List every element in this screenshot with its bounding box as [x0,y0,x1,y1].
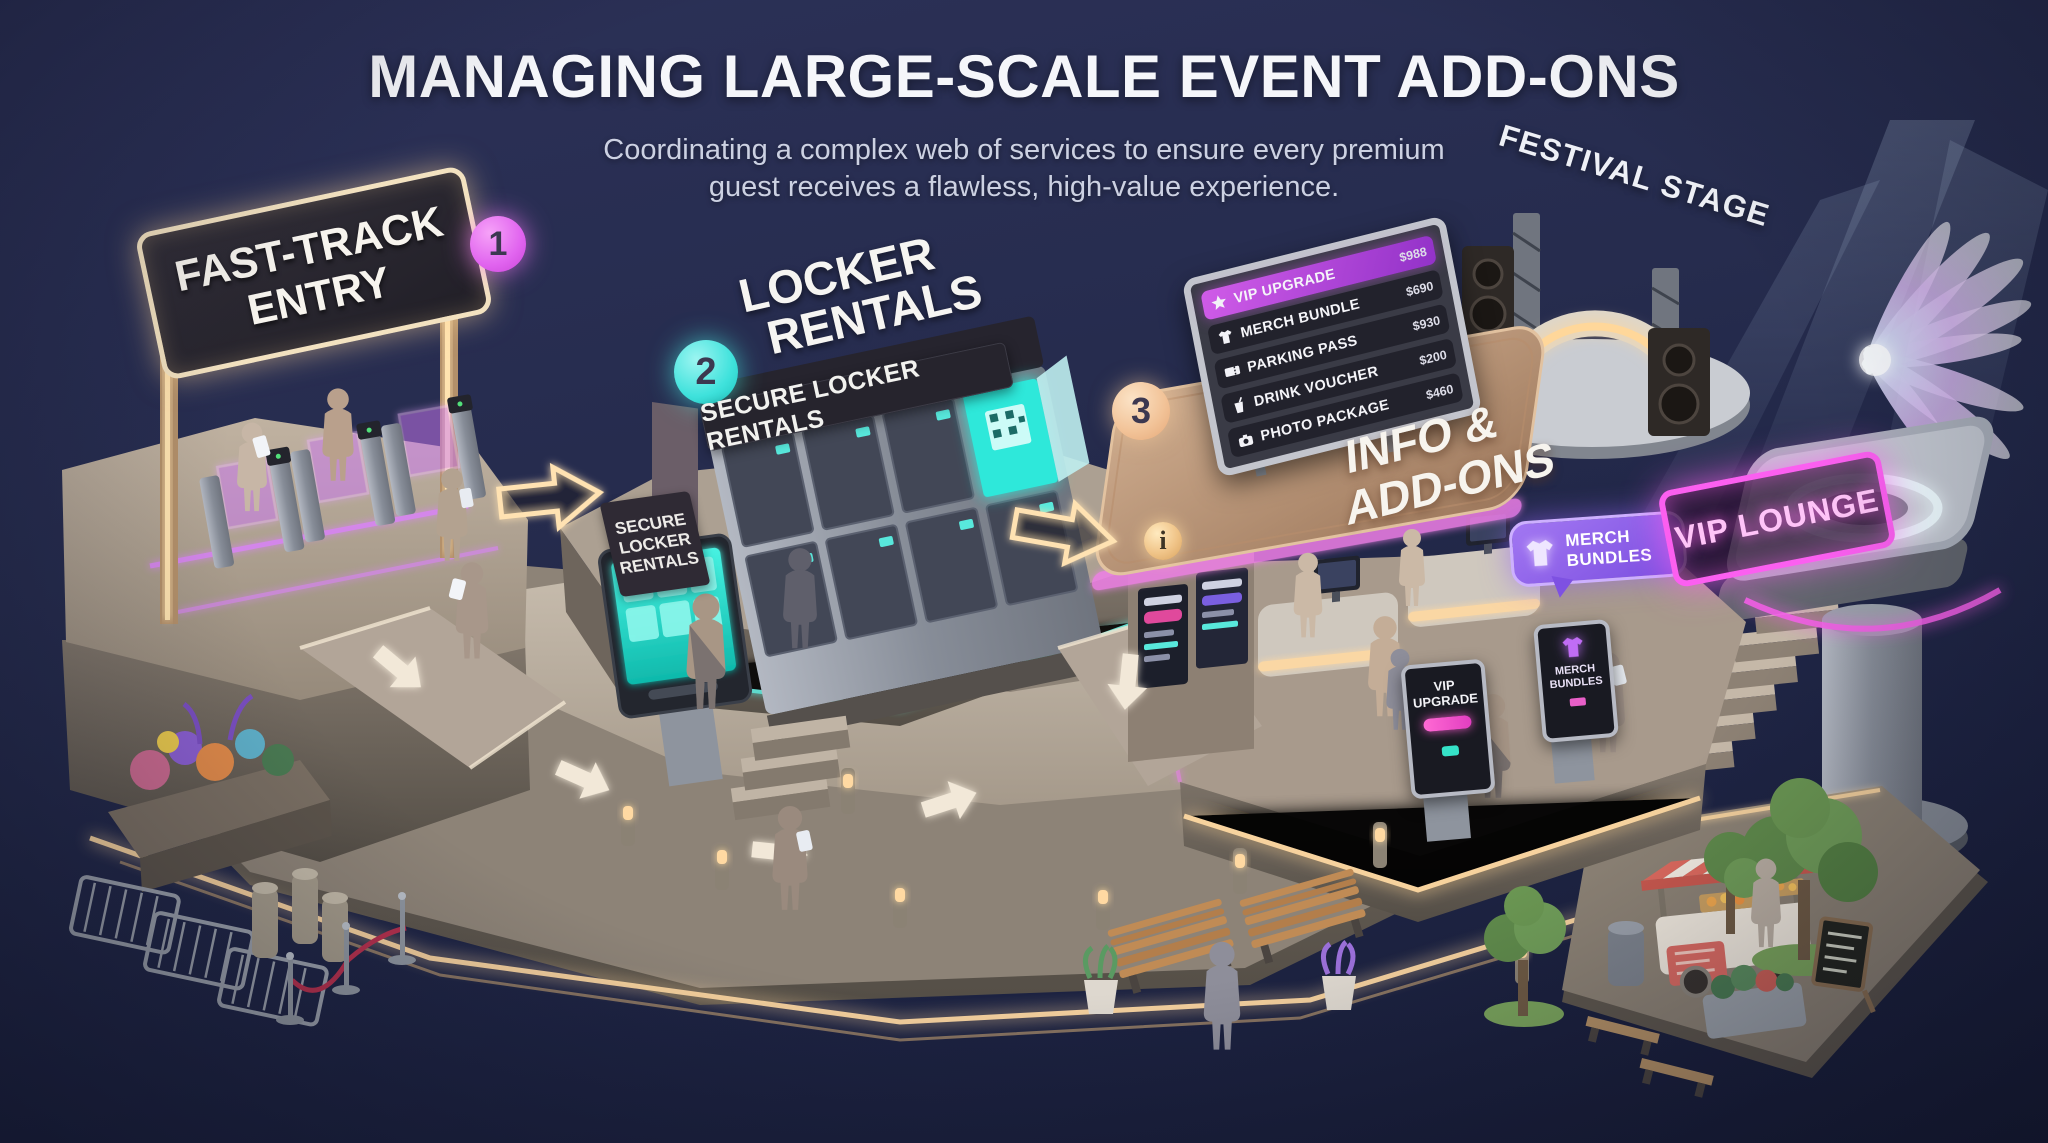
menu-row-drink-voucher: DRINK VOUCHER $200 [1220,337,1458,424]
trash-can [1608,921,1644,986]
step-2-badge: 2 [674,340,738,404]
menu-row-parking-pass: PARKING PASS $930 [1213,303,1451,390]
bench-flat [1585,1015,1660,1056]
crowd-barrier [69,875,181,955]
menu-row-vip-upgrade: VIP UPGRADE $988 [1200,234,1438,321]
merch-bundles-kiosk-screen: MERCH BUNDLES [1533,618,1619,744]
addons-menu-board: VIP UPGRADE $988 MERCH BUNDLE $690 PARKI… [1181,215,1483,478]
subtitle-line-1: Coordinating a complex web of services t… [603,134,1445,166]
menu-item-price: $930 [1411,312,1442,334]
crowd-barrier [217,947,329,1027]
chalkboard-sign [1811,916,1876,1014]
crowd-barrier [143,911,255,991]
merch-bubble-text: MERCH BUNDLES [1564,526,1653,571]
plant-pot [1321,940,1356,1010]
page-subtitle: Coordinating a complex web of services t… [0,132,2048,206]
info-icon: i [1144,522,1182,560]
star-icon [1211,295,1226,311]
bench [1107,898,1234,994]
metal-canisters [252,868,348,962]
menu-item-price: $200 [1418,347,1448,368]
flow-arrow-1-2 [496,462,605,532]
bench [1239,868,1366,964]
entry-ramp [300,608,565,768]
kiosk-card-reader [1441,745,1459,757]
kiosk-card-reader [1569,697,1587,707]
stage-speaker-right [1648,328,1710,436]
stage-speaker-left [1462,246,1514,342]
kiosk-buy-button [1423,714,1472,733]
merch-bundles-bubble: MERCH BUNDLES [1507,509,1689,589]
tshirt-icon [1218,329,1232,345]
menu-item-price: $988 [1398,244,1428,265]
tree [1484,886,1566,1027]
menu-item-price: $690 [1404,278,1435,299]
booth-counters [1258,509,1540,677]
planter-box [1702,964,1807,1039]
ticket-icon [1224,365,1241,377]
left-decor [69,693,416,1027]
menu-item-price: $460 [1424,381,1455,402]
turnstile-gates [199,394,486,569]
menu-row-merch-bundle: MERCH BUNDLE $690 [1206,269,1444,356]
stanchion-rope [276,892,416,1025]
tshirt-icon [1526,539,1553,567]
steps [730,715,851,821]
page-title: MANAGING LARGE-SCALE EVENT ADD-ONS [368,43,1680,110]
bench-flat [1639,1058,1714,1098]
plant-pot [1083,944,1118,1014]
flower-planter [108,693,332,892]
camera-icon [1238,434,1254,448]
tshirt-icon [1562,636,1583,658]
step-1-badge: 1 [470,216,526,272]
menu-row-photo-package: PHOTO PACKAGE $460 [1226,372,1464,459]
booth-wall [1128,532,1254,762]
drink-icon [1234,397,1244,414]
step-3-badge: 3 [1112,382,1170,440]
vip-upgrade-kiosk-screen: VIP UPGRADE [1400,658,1496,800]
mid-decor [1083,868,1566,1027]
flow-arrow-2-3 [1009,498,1118,568]
counter-monitor [1314,555,1360,603]
food-court [1562,778,1988,1098]
subtitle-line-2: guest receives a flawless, high-value ex… [708,171,1340,203]
